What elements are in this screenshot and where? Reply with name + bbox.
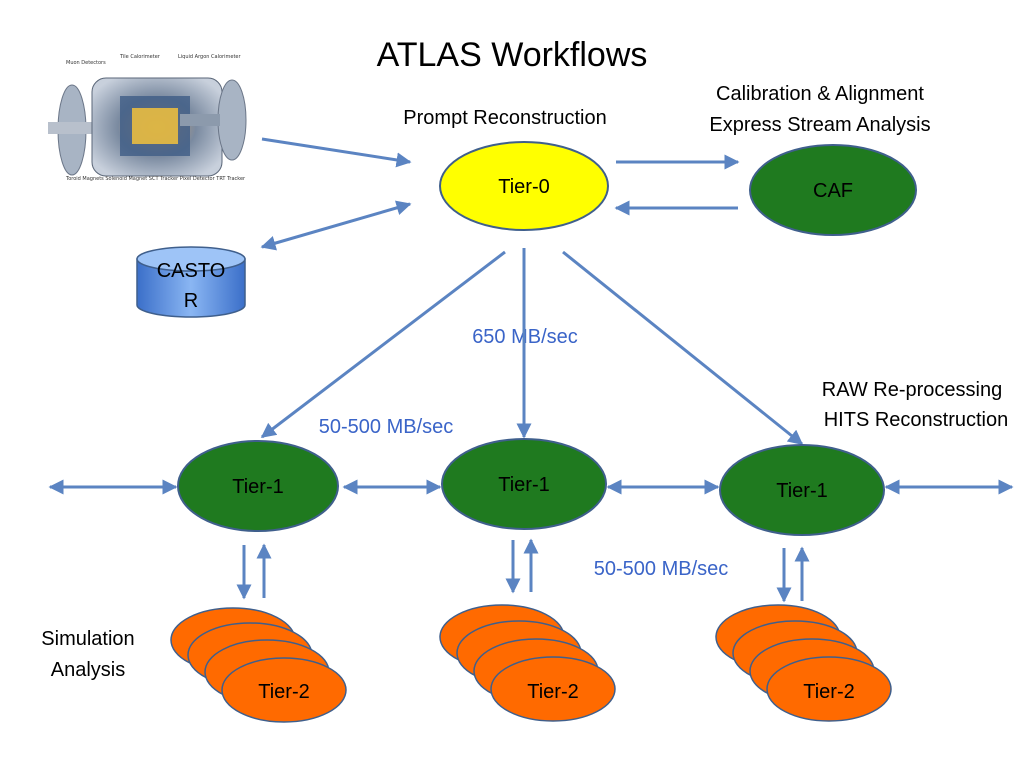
- tier1-node-left: Tier-1: [177, 440, 339, 532]
- tier2-label: Tier-2: [803, 681, 854, 703]
- tier1-node-right: Tier-1: [719, 444, 885, 536]
- tier2-label: Tier-2: [527, 681, 578, 703]
- svg-text:Toroid Magnets Solenoid Magn: Toroid Magnets Solenoid Magnet SCT Track…: [65, 176, 246, 182]
- svg-text:Muon Detectors: Muon Detectors: [66, 60, 106, 66]
- tier2-stack-right: Tier-2: [715, 604, 892, 722]
- tier1-label: Tier-1: [498, 474, 549, 496]
- calibration-label-line2: Express Stream Analysis: [709, 114, 930, 136]
- tier1-label: Tier-1: [232, 476, 283, 498]
- tier2-label: Tier-2: [258, 681, 309, 703]
- page-title: ATLAS Workflows: [377, 36, 648, 74]
- castor-label-line2: R: [184, 290, 198, 312]
- arrow-tier0-to-tier1-right: [562, 250, 804, 446]
- arrow-tier0-castor: [260, 200, 412, 251]
- tier2-stack-center: Tier-2: [439, 604, 616, 722]
- tier0-node: Tier-0: [439, 141, 609, 231]
- simulation-label: Simulation: [41, 628, 134, 650]
- prompt-reconstruction-label: Prompt Reconstruction: [403, 107, 606, 129]
- svg-text:Tile Calorimeter: Tile Calorimeter: [119, 54, 161, 60]
- analysis-label: Analysis: [51, 659, 125, 681]
- calibration-label-line1: Calibration & Alignment: [716, 83, 924, 105]
- rate-label-tier1: 50-500 MB/sec: [319, 416, 454, 438]
- arrow-detector-to-tier0: [261, 137, 412, 168]
- castor-storage: CASTO R: [136, 246, 246, 318]
- tier0-label: Tier-0: [498, 176, 549, 198]
- caf-node: CAF: [749, 144, 917, 236]
- arrow-tier0-to-tier1-left: [260, 250, 506, 439]
- caf-label: CAF: [813, 180, 853, 202]
- hits-reconstruction-label: HITS Reconstruction: [824, 409, 1009, 431]
- tier1-label: Tier-1: [776, 480, 827, 502]
- rate-label-tier2: 50-500 MB/sec: [594, 558, 729, 580]
- raw-reprocessing-label: RAW Re-processing: [822, 379, 1002, 401]
- castor-label-line1: CASTO: [157, 260, 226, 282]
- arrows: [48, 137, 1014, 603]
- tier1-node-center: Tier-1: [441, 438, 607, 530]
- tier2-stack-left: Tier-2: [170, 607, 347, 723]
- svg-text:Liquid Argon Calorimeter: Liquid Argon Calorimeter: [178, 54, 241, 60]
- atlas-detector-image: Muon Detectors Tile Calorimeter Liquid A…: [48, 52, 273, 182]
